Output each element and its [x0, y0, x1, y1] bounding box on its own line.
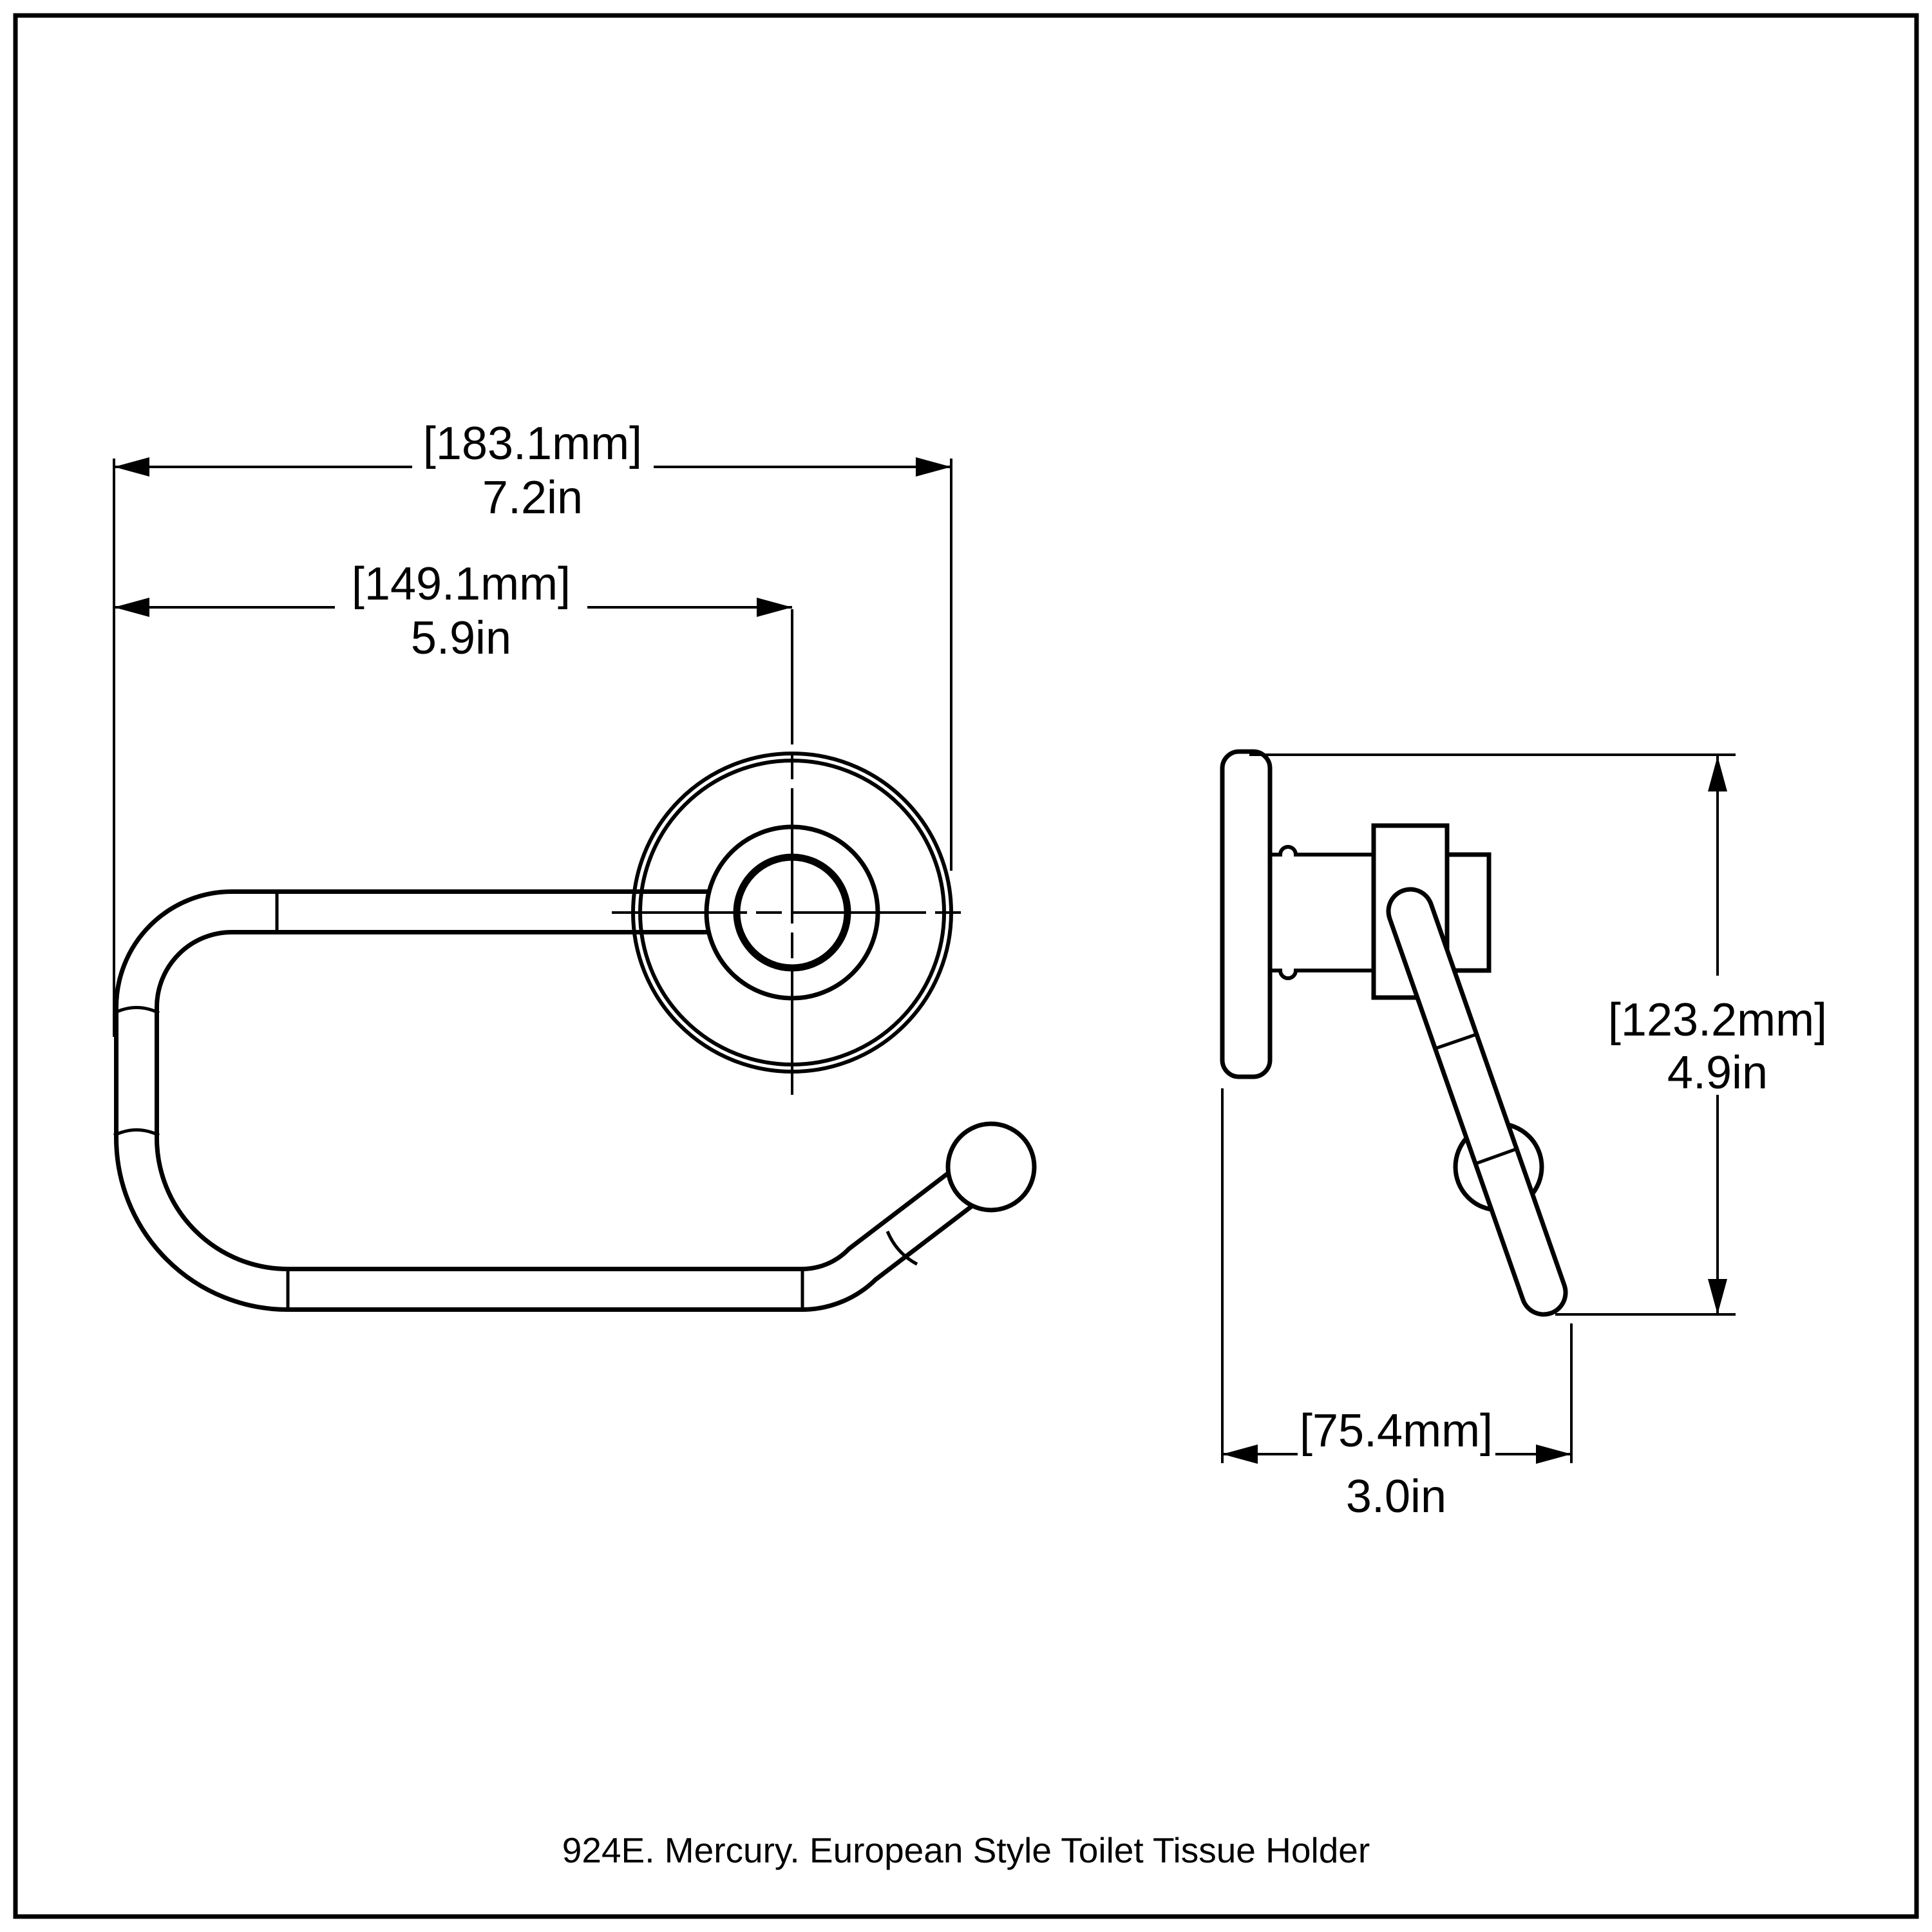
- dim-label-metric: [123.2mm]: [1608, 994, 1827, 1046]
- page-border: [13, 13, 1919, 1919]
- front-arm-fill: [118, 894, 987, 1307]
- side-arm: [1386, 887, 1568, 1317]
- arrow-right-icon: [916, 457, 951, 477]
- front-dimension-center-width: [149.1mm] 5.9in: [114, 558, 792, 664]
- arrow-left-icon: [114, 598, 149, 617]
- drawing-caption: 924E. Mercury. European Style Toilet Tis…: [562, 1830, 1370, 1870]
- arrow-right-icon: [1536, 1444, 1571, 1464]
- front-break-tick-left-lower: [113, 1128, 160, 1137]
- dim-label-metric: [183.1mm]: [423, 418, 642, 469]
- side-break-tick-upper: [1435, 1032, 1477, 1050]
- dim-label-imperial: 7.2in: [482, 472, 583, 524]
- side-dimension-depth: [75.4mm] 3.0in: [1221, 1088, 1573, 1522]
- side-post-bottom-edge: [1270, 969, 1375, 980]
- side-post-end: [1444, 852, 1492, 973]
- front-ball-finial: [945, 1121, 1037, 1213]
- dim-label-metric: [75.4mm]: [1300, 1405, 1493, 1457]
- side-arm-fill: [1390, 891, 1564, 1312]
- side-post: [1270, 845, 1375, 980]
- arrow-down-icon: [1708, 1279, 1727, 1314]
- arrow-left-icon: [114, 457, 149, 477]
- arrow-right-icon: [757, 598, 792, 617]
- dim-label-imperial: 5.9in: [411, 612, 511, 664]
- arrow-left-icon: [1222, 1444, 1258, 1464]
- front-break-tick-tip: [886, 1231, 918, 1266]
- side-break-tick-lower: [1475, 1147, 1517, 1166]
- front-break-tick-left-upper: [113, 1006, 160, 1015]
- front-arm-tube: [113, 889, 990, 1312]
- dim-label-imperial: 4.9in: [1667, 1047, 1768, 1099]
- front-dimension-total-width: [183.1mm] 7.2in: [114, 418, 951, 524]
- dim-label-imperial: 3.0in: [1346, 1471, 1446, 1522]
- side-view: [123.2mm] 4.9in [75.4mm] 3.0in: [1220, 749, 1827, 1522]
- side-dimension-height: [123.2mm] 4.9in: [1249, 753, 1827, 1316]
- front-view: [183.1mm] 7.2in [149.1mm] 5.9in: [113, 418, 1037, 1312]
- side-post-top-edge: [1270, 845, 1375, 857]
- dim-label-metric: [149.1mm]: [352, 558, 571, 610]
- arrow-up-icon: [1708, 756, 1727, 791]
- side-backplate: [1220, 749, 1273, 1079]
